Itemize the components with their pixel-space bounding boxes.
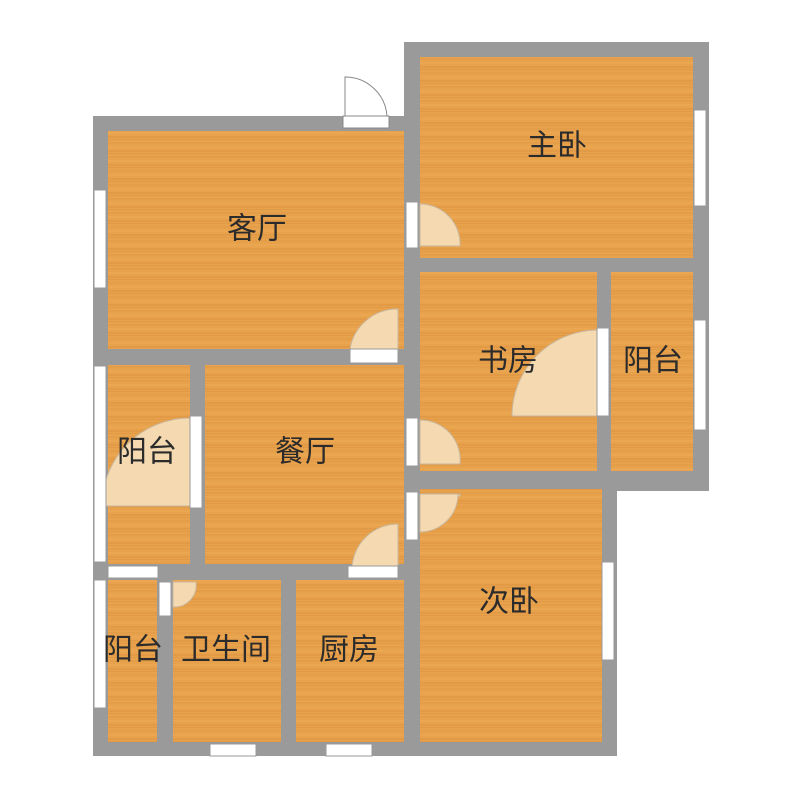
label-study: 书房 (478, 344, 538, 379)
window-living (93, 189, 107, 289)
floor-dining-room (205, 365, 404, 564)
window-kitchen (325, 743, 373, 757)
label-living-room: 客厅 (227, 212, 287, 247)
floor-second-bedroom (420, 489, 602, 742)
windows (93, 109, 707, 757)
entry-door-swing (344, 76, 388, 117)
label-master-bedroom: 主卧 (527, 129, 587, 164)
door-swings (101, 76, 598, 608)
floor-balcony-sw (108, 580, 157, 742)
bathroom-door-swing (172, 581, 197, 608)
label-bathroom: 卫生间 (181, 633, 271, 668)
label-balcony-sw: 阳台 (103, 633, 163, 668)
study-door-swing (511, 329, 598, 417)
floor-kitchen (296, 580, 404, 742)
label-kitchen: 厨房 (319, 633, 379, 668)
dining-door-swing (419, 419, 461, 465)
floor-balcony-east (611, 272, 693, 471)
floor-living-room (108, 131, 404, 349)
floors (108, 57, 693, 742)
window-master (693, 109, 707, 207)
window-balcony-sw-top (107, 565, 159, 579)
window-balcony-sw-left (93, 579, 107, 709)
floor-bathroom (173, 580, 281, 742)
window-second-bedroom (601, 561, 615, 661)
entry-door-leaf (342, 115, 390, 129)
door-leaves (158, 201, 610, 617)
window-balcony-west (93, 365, 107, 563)
window-bathroom (209, 743, 257, 757)
window-balcony-east (693, 319, 707, 431)
label-second-bedroom: 次卧 (479, 585, 539, 620)
label-balcony-east: 阳台 (623, 344, 683, 379)
label-dining-room: 餐厅 (275, 435, 335, 470)
master-door-swing (419, 203, 461, 247)
label-balcony-west: 阳台 (117, 435, 177, 470)
room-labels: 主卧 客厅 书房 阳台 阳台 餐厅 次卧 阳台 卫生间 厨房 (103, 129, 683, 668)
floor-master-bedroom (420, 57, 693, 258)
